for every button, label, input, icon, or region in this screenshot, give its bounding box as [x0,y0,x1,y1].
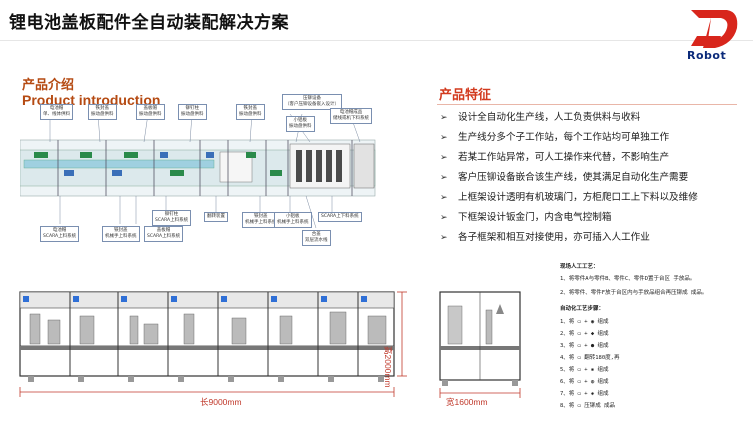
callout-bottom-5: 翻转装置 [204,212,228,222]
callout-bottom-4: 铆钉柱 SCARA上料系统 [152,210,192,226]
features-title: 产品特征 [439,88,492,103]
manual-process-title: 现场人工工艺： [560,264,599,270]
arrow-bullet-icon: ➢ [440,193,448,203]
callout-top-3: 盖板帽 振动盘供料 [136,104,165,120]
callout-top-1: 电池帽 单、线体供料 [40,104,73,120]
auto-step-3: 3、将 ▭ + ● 组成 [560,343,609,349]
callout-bottom-1: 电池帽 SCARA上料系统 [40,226,80,242]
feature-item-1: ➢设计全自动化生产线，人工负责供料与收料 [440,112,641,123]
callout-bottom-8: SCARA上下料系统 [318,212,362,222]
auto-step-6: 6、将 ▭ + ◍ 组成 [560,379,609,385]
callout-top-5: 铁封盖 振动盘供料 [236,104,265,120]
arrow-bullet-icon: ➢ [440,213,448,223]
feature-item-3: ➢若某工作站异常，可人工操作来代替，不影响生产 [440,152,670,163]
feature-item-6: ➢下框架设计钣金门，内含电气控制箱 [440,212,612,223]
manual-step-1: 1、将零件A与零件B、零件C、零件D置于台区 手放品。 [560,276,696,282]
callout-top-6: 压铆设备 （客户压铆设备嵌入设计） [282,94,342,110]
auto-step-1: 1、将 ▭ + ◉ 组成 [560,319,609,325]
intro-title-cn: 产品介绍 [22,78,75,93]
arrow-bullet-icon: ➢ [440,233,448,243]
manual-step-2: 2、将零件、零件F放于台区内与手放品组合再压铆成 成品。 [560,290,708,296]
callout-bottom-3: 盖板帽 SCARA上料系统 [144,226,184,242]
auto-step-8: 8、将 ▭ 压铆成 成品 [560,403,616,409]
front-elevation-drawing [19,291,407,397]
callout-bottom-2: 铁封盖 机械手上料系统 [102,226,140,242]
side-elevation-drawing [439,291,521,398]
callout-top-7: 小铝板 振动盘供料 [286,116,315,132]
callout-top-2: 铁封盖 振动盘供料 [88,104,117,120]
production-line-layout-diagram: 电池帽 单、线体供料 铁封盖 振动盘供料 盖板帽 振动盘供料 铆钉柱 振动盘供料… [19,92,377,246]
auto-step-2: 2、将 ▭ + ◆ 组成 [560,331,609,337]
callout-bottom-9: 合盖 双层流水线 [302,230,331,246]
auto-step-5: 5、将 ▭ + ▪ 组成 [560,367,609,373]
width-dimension: 宽1600mm [446,397,488,407]
feature-item-7: ➢各子框架和相互对接使用，亦可插入人工作业 [440,232,650,243]
robot-logo-icon [691,10,738,48]
length-dimension: 长9000mm [200,397,242,407]
title-divider [0,40,753,41]
auto-step-7: 7、将 ▭ + ◈ 组成 [560,391,609,397]
feature-item-4: ➢客户压铆设备嵌合该生产线，使其满足自动化生产需要 [440,172,689,183]
auto-process-title: 自动化工艺步骤： [560,306,605,312]
callout-bottom-7: 小铝板 机械手上料系统 [274,212,312,228]
height-dimension: 高2000mm [383,346,393,388]
feature-item-2: ➢生产线分多个子工作站，每个工作站均可单独工作 [440,132,670,143]
logo-text: Robot [687,49,727,62]
feature-item-5: ➢上框架设计透明有机玻璃门，方柜爬口工上下料以及维修 [440,192,698,203]
callout-top-8: 电池帽成品 储线或机下料系统 [330,108,372,124]
auto-step-4: 4、将 ▭ 翻转180度,再 [560,355,620,361]
features-divider [437,104,737,105]
process-steps: 现场人工工艺： 1、将零件A与零件B、零件C、零件D置于台区 手放品。 2、将零… [548,262,718,414]
page-title: 锂电池盖板配件全自动装配解决方案 [9,13,289,33]
arrow-bullet-icon: ➢ [440,133,448,143]
arrow-bullet-icon: ➢ [440,153,448,163]
arrow-bullet-icon: ➢ [440,113,448,123]
callout-top-4: 铆钉柱 振动盘供料 [178,104,207,120]
layout-drawing [19,113,376,229]
arrow-bullet-icon: ➢ [440,173,448,183]
